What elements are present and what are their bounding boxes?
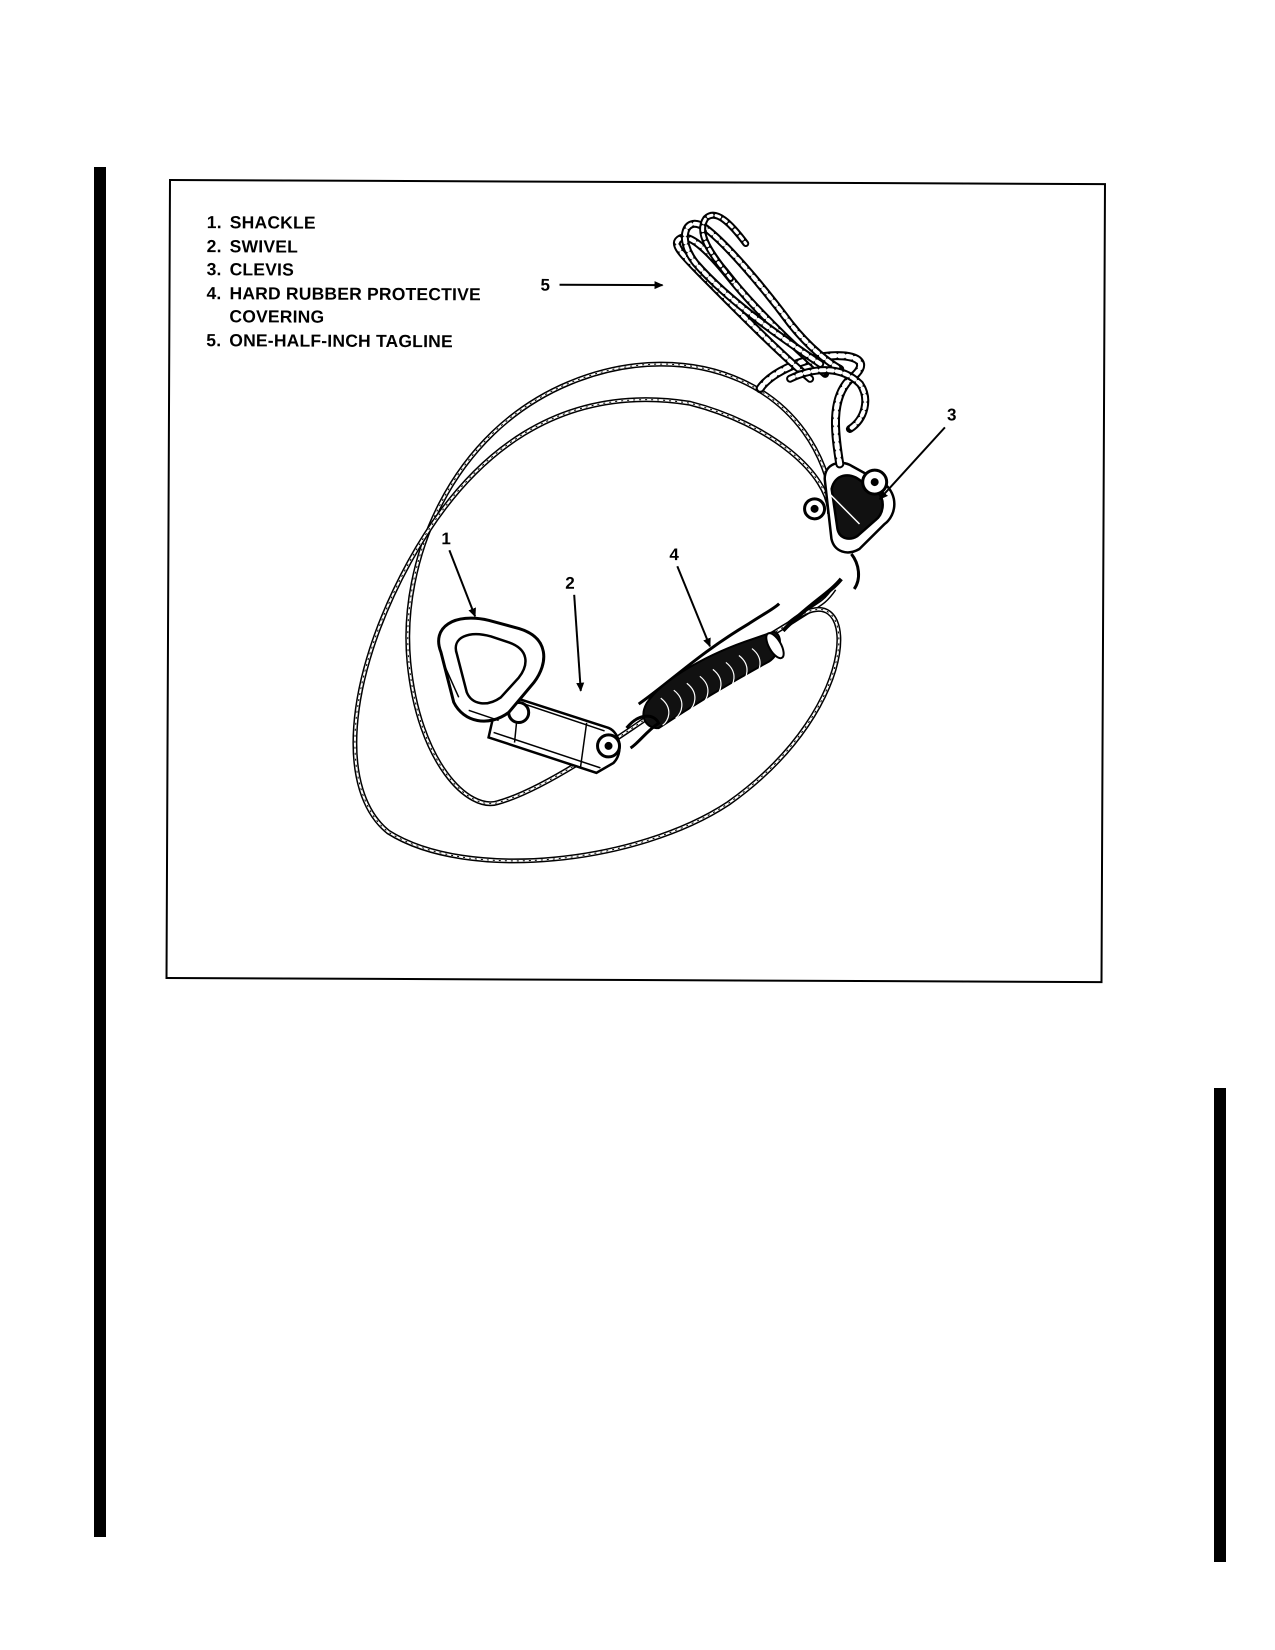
callout-arrows [448,281,946,692]
clevis [803,461,896,590]
left-margin-bar [94,167,106,1537]
tagline-assembly-drawing: 1 2 3 4 5 [352,211,957,864]
callout-arrow-shackle [448,549,477,618]
callout-arrow-clevis [878,426,946,500]
shackle [437,616,546,723]
wire-cable [352,361,843,864]
callout-number-swivel: 2 [565,574,575,593]
hard-rubber-protective-covering [642,630,785,730]
figure-frame: 1.SHACKLE 2.SWIVEL 3.CLEVIS 4.HARD RUBBE… [165,179,1106,984]
callout-number-tagline: 5 [540,276,550,295]
callout-arrow-swivel [573,594,585,692]
right-margin-bar [1214,1088,1226,1562]
callout-number-shackle: 1 [441,529,451,548]
callout-arrow-covering [676,565,711,648]
tagline-rope [672,211,870,469]
cable-thimble [625,714,661,750]
callout-number-covering: 4 [669,545,679,564]
callout-number-clevis: 3 [947,405,957,424]
